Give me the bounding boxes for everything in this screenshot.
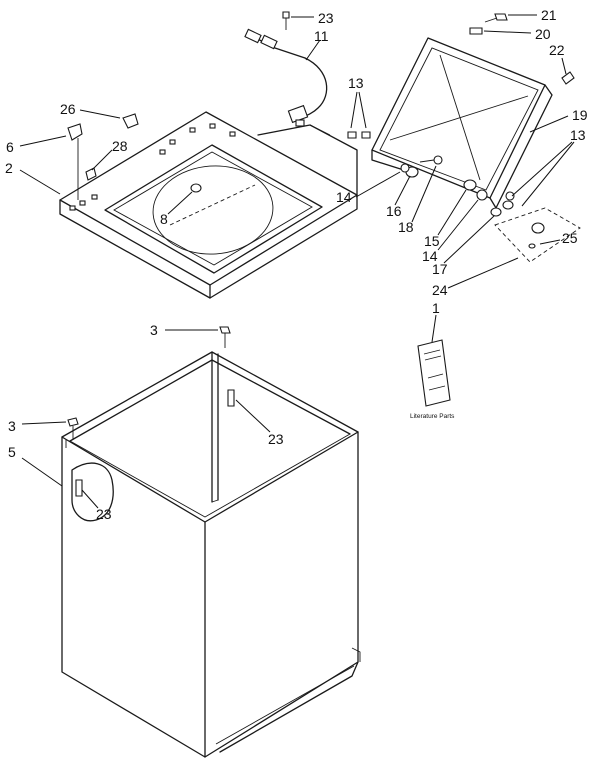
lid [371, 37, 553, 209]
callout-28: 28 [112, 138, 128, 154]
callout-24: 24 [432, 282, 448, 298]
callout-23-mid: 23 [268, 431, 284, 447]
callout-3-top: 3 [150, 322, 158, 338]
callout-17: 17 [432, 261, 448, 277]
top-panel [59, 111, 358, 299]
callout-13-left: 13 [348, 75, 364, 91]
callout-6: 6 [6, 139, 14, 155]
cabinet [61, 351, 361, 758]
literature-caption: Literature Parts [410, 413, 455, 420]
callout-14-upper: 14 [336, 189, 352, 205]
callout-1: 1 [432, 300, 440, 316]
callout-15: 15 [424, 233, 440, 249]
callout-23-top: 23 [318, 10, 334, 26]
callout-20: 20 [535, 26, 551, 42]
callout-22: 22 [549, 42, 565, 58]
lid-switch-harness [244, 28, 328, 127]
callout-11: 11 [314, 28, 329, 44]
callout-16: 16 [386, 203, 402, 219]
leader-lines [19, 14, 575, 509]
literature-parts: Literature Parts [410, 339, 455, 420]
callout-18: 18 [398, 219, 414, 235]
callout-21: 21 [541, 7, 557, 23]
callout-2: 2 [5, 160, 13, 176]
callout-14-lower: 14 [422, 248, 438, 264]
callout-8: 8 [160, 211, 168, 227]
callout-26: 26 [60, 101, 76, 117]
callout-19: 19 [572, 107, 588, 123]
callout-13-right: 13 [570, 127, 586, 143]
callout-25: 25 [562, 230, 578, 246]
callout-23-bottom: 23 [96, 506, 112, 522]
callout-5: 5 [8, 444, 16, 460]
small-parts [67, 11, 581, 497]
callout-3-left: 3 [8, 418, 16, 434]
callouts: 23 11 21 20 22 13 19 26 6 28 2 13 14 16 … [5, 7, 588, 522]
